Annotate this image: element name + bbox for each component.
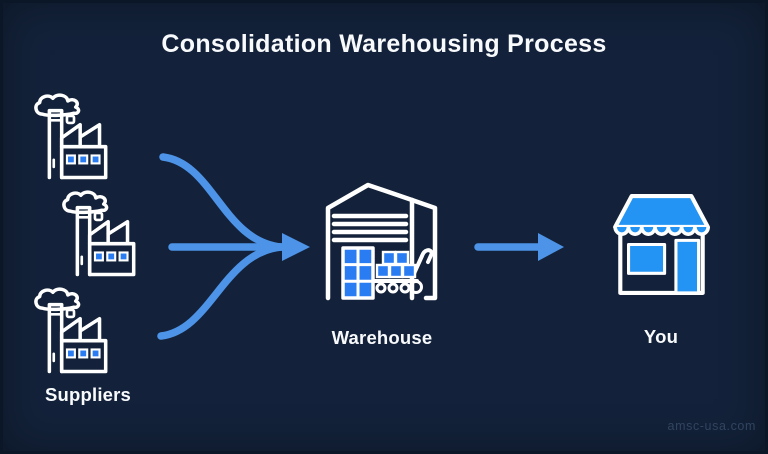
warehouse-to-you-arrow	[474, 233, 564, 261]
factory-icon	[34, 93, 108, 180]
converging-arrows	[157, 153, 310, 340]
warehouse-icon	[325, 182, 438, 301]
factory-icon	[34, 287, 108, 374]
page-title: Consolidation Warehousing Process	[161, 30, 607, 58]
you-label: You	[643, 326, 679, 347]
suppliers-label: Suppliers	[44, 384, 132, 405]
warehouse-label: Warehouse	[331, 327, 433, 348]
watermark-text: amsc-usa.com	[667, 419, 756, 433]
factory-icon	[62, 190, 136, 277]
storefront-icon	[613, 194, 710, 295]
